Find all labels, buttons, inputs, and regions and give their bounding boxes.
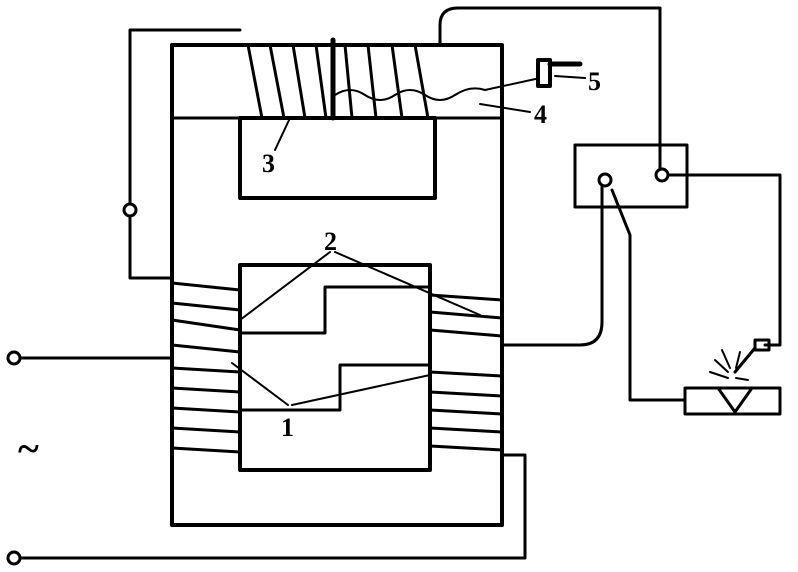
terminals [6,202,138,566]
transformer-core [170,43,504,527]
label-adjust-handle: 5 [588,67,601,96]
control-box [573,143,689,209]
inner-coil-sections [238,285,432,412]
label-primary-winding: 1 [281,413,294,442]
external-wiring [10,6,782,560]
reactor-core [170,116,504,200]
label-secondary-winding: 2 [324,227,337,256]
right-leg-windings [428,293,504,452]
reactor-coil-windings [246,37,430,121]
ac-symbol: ~ [18,426,39,471]
left-leg-windings [170,281,242,454]
movable-core-wave [334,77,541,101]
label-reactor-coil: 3 [262,149,275,178]
workpiece [683,386,782,416]
leader-lines [231,75,586,406]
welding-torch-icon [709,338,771,381]
adjust-handle[interactable] [536,58,583,88]
label-movable-core: 4 [534,100,547,129]
